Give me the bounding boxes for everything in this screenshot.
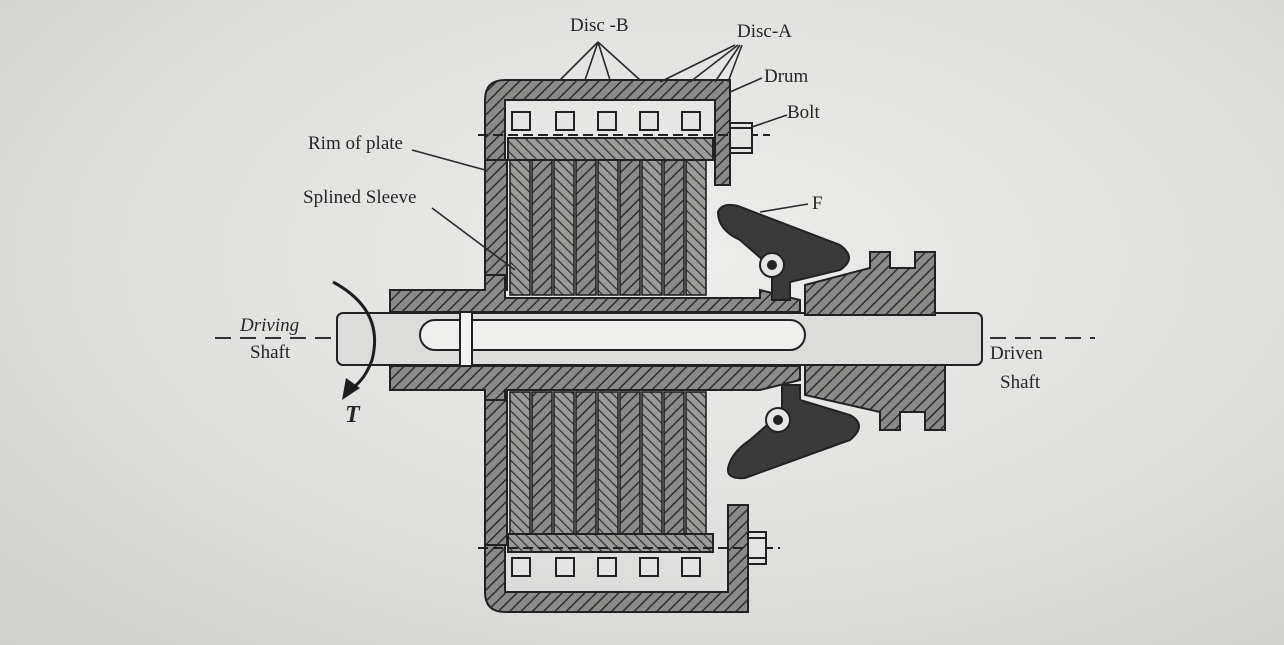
drum-housing-lower <box>484 374 749 613</box>
disc-stack-upper <box>509 159 707 296</box>
drum-housing <box>484 79 731 291</box>
driven-collar-lower <box>804 364 946 431</box>
torque-arrow <box>332 280 377 392</box>
label-driving-shaft: Shaft <box>250 342 291 363</box>
label-driven-shaft: Shaft <box>1000 372 1041 393</box>
label-bolt: Bolt <box>787 102 820 123</box>
label-driving: Driving <box>240 315 300 336</box>
lever-lower <box>726 384 860 480</box>
label-disc-a: Disc-A <box>737 21 792 42</box>
label-rim-of-plate: Rim of plate <box>308 133 403 154</box>
bolt-upper <box>478 122 770 154</box>
torque-arrowhead <box>342 378 360 400</box>
label-lever-f: F <box>812 193 823 214</box>
label-splined-sleeve: Splined Sleeve <box>303 187 417 208</box>
lever-f-upper <box>716 203 850 301</box>
label-drum: Drum <box>764 66 809 87</box>
disc-tabs-lower <box>507 533 714 577</box>
shaft <box>336 311 983 367</box>
leader-lines <box>411 41 809 271</box>
disc-tabs-upper <box>507 111 714 161</box>
driven-collar <box>804 251 936 316</box>
label-torque: T <box>345 402 360 428</box>
bolt-lower <box>478 531 780 565</box>
hub-lower <box>389 365 801 401</box>
label-driven: Driven <box>990 343 1043 364</box>
rim-plate-upper <box>484 159 508 291</box>
disc-stack-lower <box>509 391 707 535</box>
label-disc-b: Disc -B <box>570 15 629 36</box>
